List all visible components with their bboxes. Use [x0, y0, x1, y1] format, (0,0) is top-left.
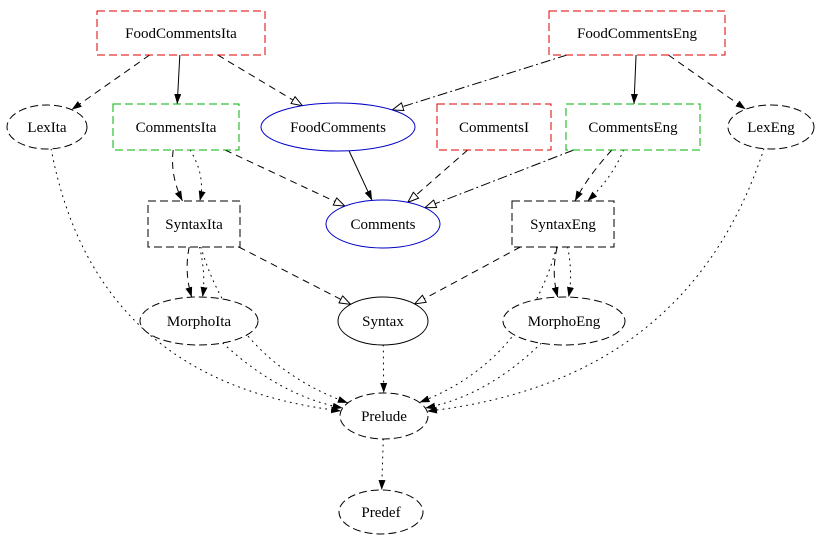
node-morphoeng-shape: [502, 296, 626, 346]
node-morphoeng-label: MorphoEng: [528, 314, 601, 330]
node-syntax-shape: [337, 296, 429, 346]
edge-syntaxeng-morphoeng-18: [551, 246, 559, 298]
node-foodcommentsita-shape: [96, 10, 266, 56]
edge-prelude-predef-27: [378, 438, 386, 491]
edge-syntaxeng-syntax-15: [415, 246, 521, 304]
node-foodcomments-label: FoodComments: [290, 120, 386, 136]
node-predef-shape: [338, 489, 424, 535]
node-lexita: LexIta: [6, 104, 88, 150]
node-morphoita: MorphoIta: [139, 296, 259, 346]
edge-foodcomments-comments-6: [348, 150, 373, 201]
node-prelude: Prelude: [339, 392, 429, 440]
edges-layer: [50, 54, 765, 491]
node-comments-label: Comments: [350, 217, 415, 233]
edge-syntaxita-morphoita-17: [199, 246, 208, 298]
node-morphoeng: MorphoEng: [502, 296, 626, 346]
edge-syntax-prelude-23: [380, 344, 388, 394]
edge-commentsita-comments-7: [224, 149, 345, 206]
edge-commentsi-comments-8: [408, 149, 469, 202]
edge-foodcommentsita-foodcomments-1: [217, 54, 303, 106]
node-commentsita-label: CommentsIta: [136, 120, 217, 136]
edge-commentsita-syntaxita-10: [172, 149, 183, 202]
node-predef: Predef: [338, 489, 424, 535]
edge-syntaxeng-morphoeng-19: [567, 246, 574, 298]
node-syntaxita: SyntaxIta: [147, 200, 241, 248]
edge-foodcommentsita-commentsita-0: [174, 54, 182, 105]
edge-commentseng-syntaxeng-13: [587, 149, 625, 202]
node-syntax-label: Syntax: [362, 314, 404, 330]
node-foodcommentseng-shape: [548, 10, 726, 56]
node-commentseng: CommentsEng: [565, 103, 701, 151]
edge-foodcommentseng-foodcomments-4: [392, 54, 568, 110]
node-foodcomments-shape: [260, 102, 416, 152]
edge-commentseng-comments-9: [425, 149, 575, 208]
node-lexita-shape: [6, 104, 88, 150]
node-lexita-label: LexIta: [27, 120, 66, 136]
edge-morphoeng-prelude-24: [424, 342, 542, 410]
node-commentsi-label: CommentsI: [459, 120, 529, 136]
node-commentsi: CommentsI: [436, 103, 552, 151]
node-commentsita-shape: [112, 103, 240, 151]
node-foodcommentseng-label: FoodCommentsEng: [577, 26, 698, 42]
node-prelude-shape: [339, 392, 429, 440]
node-lexeng: LexEng: [727, 104, 815, 150]
edge-syntaxita-syntax-14: [238, 246, 351, 304]
node-morphoita-shape: [139, 296, 259, 346]
node-foodcommentseng: FoodCommentsEng: [548, 10, 726, 56]
node-lexeng-label: LexEng: [747, 120, 795, 136]
node-foodcommentsita-label: FoodCommentsIta: [125, 26, 237, 42]
node-morphoita-label: MorphoIta: [167, 314, 231, 330]
node-commentsita: CommentsIta: [112, 103, 240, 151]
node-prelude-label: Prelude: [361, 409, 407, 425]
node-syntaxita-label: SyntaxIta: [165, 217, 223, 233]
node-syntaxeng-shape: [511, 200, 615, 248]
node-syntaxeng: SyntaxEng: [511, 200, 615, 248]
node-syntax: Syntax: [337, 296, 429, 346]
edge-foodcommentsita-lexita-2: [71, 54, 150, 111]
edge-foodcommentseng-lexeng-5: [668, 54, 746, 110]
node-commentseng-shape: [565, 103, 701, 151]
node-lexeng-shape: [727, 104, 815, 150]
node-commentseng-label: CommentsEng: [588, 120, 678, 136]
edge-foodcommentseng-commentseng-3: [630, 54, 638, 105]
edge-commentseng-syntaxeng-12: [574, 149, 613, 202]
node-syntaxeng-label: SyntaxEng: [530, 217, 596, 233]
edge-morphoita-prelude-22: [222, 342, 344, 410]
node-commentsi-shape: [436, 103, 552, 151]
edge-lexeng-prelude-26: [426, 148, 765, 414]
node-comments: Comments: [325, 199, 441, 249]
node-foodcommentsita: FoodCommentsIta: [96, 10, 266, 56]
edge-syntaxita-morphoita-16: [185, 246, 193, 298]
node-syntaxita-shape: [147, 200, 241, 248]
node-foodcomments: FoodComments: [260, 102, 416, 152]
edge-lexita-prelude-20: [50, 148, 342, 414]
node-predef-label: Predef: [361, 505, 400, 521]
edge-commentsita-syntaxita-11: [189, 149, 206, 202]
node-comments-shape: [325, 199, 441, 249]
